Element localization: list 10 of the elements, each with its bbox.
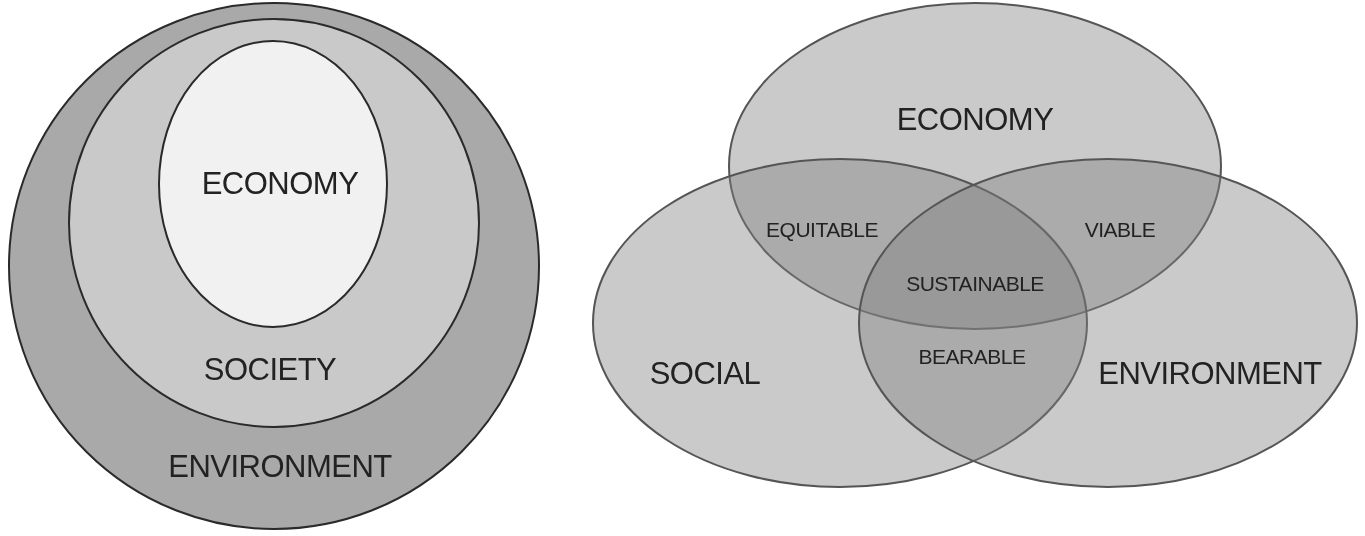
overlap-label: BEARABLE [918, 345, 1026, 369]
region-label: ENVIRONMENT [1098, 356, 1322, 392]
region-label: ENVIRONMENT [168, 449, 392, 485]
overlap-label: EQUITABLE [766, 218, 878, 242]
region-label: ECONOMY [201, 166, 359, 202]
overlap-label: VIABLE [1084, 218, 1156, 242]
region-label: SOCIAL [649, 356, 761, 392]
region-label: ECONOMY [896, 102, 1054, 138]
overlap-label: SUSTAINABLE [906, 272, 1044, 296]
region-label: SOCIETY [203, 352, 337, 388]
